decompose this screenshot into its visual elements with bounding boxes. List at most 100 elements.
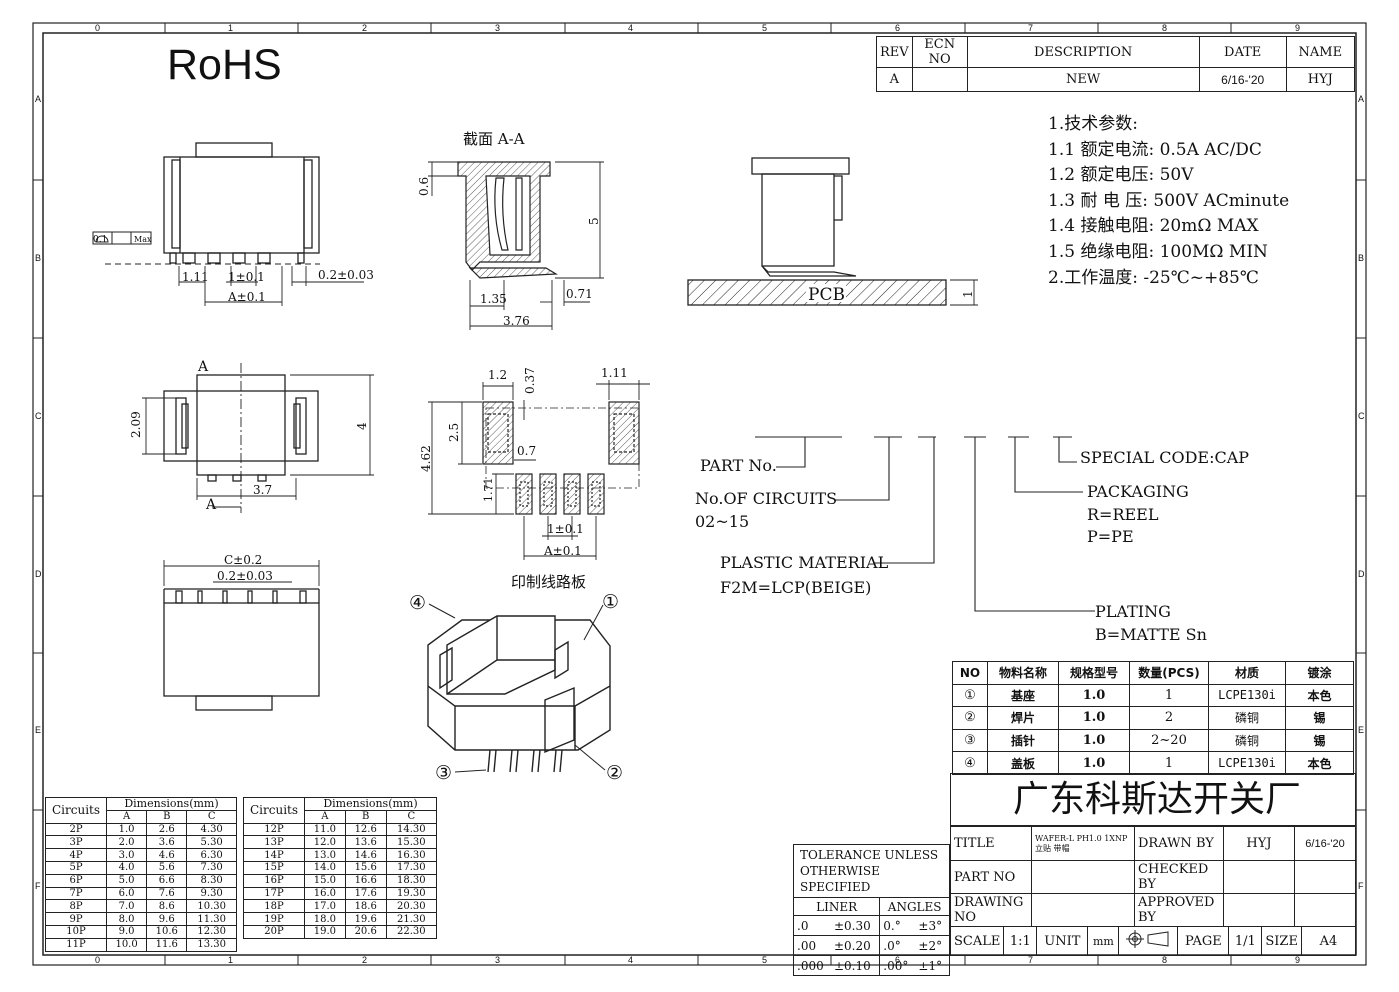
- spec-line: 1.1 额定电流: 0.5A AC/DC: [1048, 139, 1262, 160]
- callout-2: ②: [606, 762, 623, 784]
- front-view-dimensions: [178, 266, 364, 306]
- dim-pcb-pitch: 1±0.1: [547, 522, 584, 536]
- tol-angle-precision: .00°: [879, 955, 916, 976]
- grid-number-bottom: 0: [95, 955, 101, 965]
- spec-line: 1.技术参数:: [1048, 114, 1138, 134]
- checked-by-label: CHECKED BY: [1134, 860, 1224, 894]
- table-cell: 14.30: [385, 822, 438, 837]
- table-cell: 7P: [45, 886, 107, 901]
- bom-cell: ③: [952, 728, 988, 753]
- tolerance-block: TOLERANCE UNLESS OTHERWISE SPECIFIED LIN…: [792, 844, 951, 976]
- col-b-header: B: [344, 809, 387, 824]
- grid-number-top: 9: [1295, 23, 1301, 33]
- table-cell: 13.30: [186, 937, 237, 952]
- bom-cell: 插针: [987, 728, 1059, 753]
- flatness-symbol: [92, 231, 152, 245]
- tol-angle-value: ±1°: [915, 955, 951, 976]
- table-cell: 10.30: [186, 899, 237, 914]
- table-cell: 17P: [243, 886, 305, 901]
- dim-3-7: 3.7: [253, 483, 272, 497]
- dim-pcb-1: 1: [961, 290, 975, 298]
- bom-header-no: NO: [952, 661, 988, 685]
- section-view: [457, 161, 558, 279]
- grid-letter-left: A: [35, 94, 42, 104]
- table-cell: 17.0: [304, 899, 346, 914]
- table-cell: 16.0: [304, 886, 346, 901]
- unit-value: mm: [1087, 926, 1120, 956]
- title-value-1: WAFER-L PH1.0 1XNP: [1035, 833, 1128, 843]
- table-cell: 18.6: [344, 899, 387, 914]
- part-number-leaders: [755, 436, 1095, 612]
- grid-number-bottom: 1: [228, 955, 234, 965]
- tol-angle-precision: 0.°: [879, 915, 916, 936]
- dim-a: A±0.1: [227, 290, 266, 304]
- spec-line: 1.4 接触电阻: 20mΩ MAX: [1048, 216, 1259, 237]
- table-cell: 14P: [243, 848, 305, 862]
- bom-cell: ②: [952, 706, 988, 730]
- pn-packaging-r: R=REEL: [1087, 505, 1159, 524]
- table-cell: 10.6: [146, 924, 188, 939]
- table-cell: 4.6: [146, 848, 188, 862]
- part-no-label: PART NO: [950, 860, 1032, 894]
- table-cell: 19.6: [344, 912, 387, 926]
- approved-date: [1294, 893, 1356, 927]
- dim-4: 4: [355, 422, 369, 430]
- tol-angle-precision: .0°: [879, 935, 916, 956]
- bom-cell: 2: [1129, 706, 1209, 730]
- flatness-max: Max: [134, 235, 152, 244]
- grid-number-top: 4: [628, 23, 634, 33]
- dim-1-11-pad: 1.11: [601, 366, 628, 380]
- table-cell: 9.0: [105, 924, 148, 939]
- pn-plating: PLATING: [1095, 602, 1171, 621]
- table-cell: 11.0: [304, 822, 346, 837]
- pcb-label-bg: [806, 284, 846, 302]
- date-value: 6/16-'20: [1198, 67, 1287, 92]
- table-cell: 16P: [243, 873, 305, 888]
- bom-cell: 锡: [1285, 706, 1354, 730]
- side-view-on-pcb: [687, 157, 947, 306]
- dim-0-71: 0.71: [566, 287, 593, 301]
- page-value: 1/1: [1228, 926, 1263, 956]
- grid-number-bottom: 7: [1028, 955, 1034, 965]
- drawing-no-label: DRAWING NO: [950, 893, 1032, 927]
- table-cell: 15.30: [385, 835, 438, 850]
- circuits-header: Circuits: [45, 797, 107, 824]
- grid-number-top: 8: [1162, 23, 1168, 33]
- table-cell: 20.6: [344, 924, 387, 939]
- table-cell: 13P: [243, 835, 305, 850]
- bom-cell: 磷铜: [1208, 728, 1286, 753]
- title-block-footer: SCALE 1:1 UNIT mm PAGE 1/1 SIZE A4: [949, 926, 1357, 956]
- dim-3-76: 3.76: [503, 314, 530, 328]
- bom-cell: 本色: [1285, 683, 1354, 708]
- table-cell: 2P: [45, 822, 107, 837]
- grid-number-bottom: 3: [495, 955, 501, 965]
- approved-by-label: APPROVED BY: [1134, 893, 1224, 927]
- table-cell: 14.6: [344, 848, 387, 862]
- dim-coplanarity-2: 0.2±0.03: [217, 569, 273, 583]
- tol-liner-precision: .000: [792, 955, 831, 976]
- dim-0-7: 0.7: [517, 444, 536, 458]
- table-cell: 17.6: [344, 886, 387, 901]
- pcb-label: PCB: [808, 285, 845, 305]
- grid-number-bottom: 4: [628, 955, 634, 965]
- size-value: A4: [1300, 926, 1357, 956]
- table-cell: 5.6: [146, 860, 188, 875]
- bom-cell: 磷铜: [1208, 706, 1286, 730]
- grid-number-top: 5: [762, 23, 768, 33]
- table-cell: 5P: [45, 860, 107, 875]
- dim-1-2: 1.2: [488, 368, 507, 382]
- table-cell: 11.6: [146, 937, 188, 952]
- dim-2-5: 2.5: [447, 423, 461, 442]
- pn-part-no: PART No.: [700, 456, 777, 475]
- ecn-header: ECN NO: [911, 36, 968, 68]
